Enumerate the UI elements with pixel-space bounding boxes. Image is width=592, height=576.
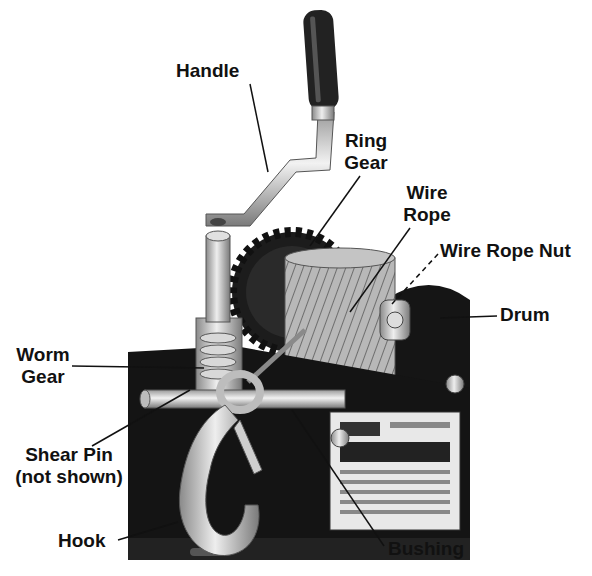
frame: [128, 346, 470, 560]
hook: [234, 420, 262, 474]
handle: [303, 9, 340, 111]
part-label: Worm Gear: [10, 344, 76, 388]
part-label: Wire Rope: [394, 182, 460, 226]
hook: [179, 374, 262, 556]
worm-gear: [200, 357, 236, 367]
leader-line: [72, 84, 497, 546]
part-label: Ring Gear: [334, 130, 398, 174]
wire-rope-nut: [380, 300, 410, 340]
frame: [340, 510, 450, 514]
bushing: [140, 390, 150, 408]
part-label: Shear Pin (not shown): [6, 444, 132, 488]
frame: [340, 500, 450, 504]
frame: [340, 442, 450, 462]
leader-line: [440, 316, 497, 318]
part-label: Bushing: [388, 538, 488, 560]
worm-gear: [200, 345, 236, 355]
leader-line: [72, 366, 204, 368]
wire-rope-nut: [380, 300, 410, 340]
frame: [340, 480, 450, 484]
part-label: Wire Rope Nut: [440, 240, 590, 262]
cable: [248, 330, 305, 382]
frame: [390, 422, 450, 428]
leader-line: [310, 176, 360, 246]
worm-gear: [200, 333, 236, 343]
leader-line: [118, 522, 178, 540]
frame: [340, 470, 450, 474]
handle: [310, 16, 321, 102]
hook: [220, 374, 260, 410]
part-label: Handle: [176, 60, 266, 82]
handle-shaft: [206, 236, 230, 322]
frame: [446, 375, 464, 393]
frame: [340, 490, 450, 494]
leader-line: [350, 228, 410, 312]
frame: [330, 412, 460, 530]
bushing: [140, 390, 345, 408]
handle: [206, 9, 339, 226]
leader-line: [92, 390, 190, 446]
hook: [179, 405, 259, 556]
leader-line: [250, 84, 268, 172]
handle: [210, 218, 226, 226]
handle-shaft: [206, 231, 230, 322]
part-label: Drum: [500, 304, 580, 326]
leader-line: [292, 410, 384, 546]
wire-rope-drum: [285, 248, 395, 268]
handle: [312, 106, 334, 120]
frame: [128, 346, 470, 560]
leader-line: [392, 254, 438, 304]
handle: [206, 112, 334, 226]
part-label: Hook: [58, 530, 128, 552]
handle-shaft: [206, 231, 230, 241]
frame: [331, 429, 349, 447]
wire-rope-nut: [387, 312, 403, 328]
cable: [248, 330, 305, 382]
